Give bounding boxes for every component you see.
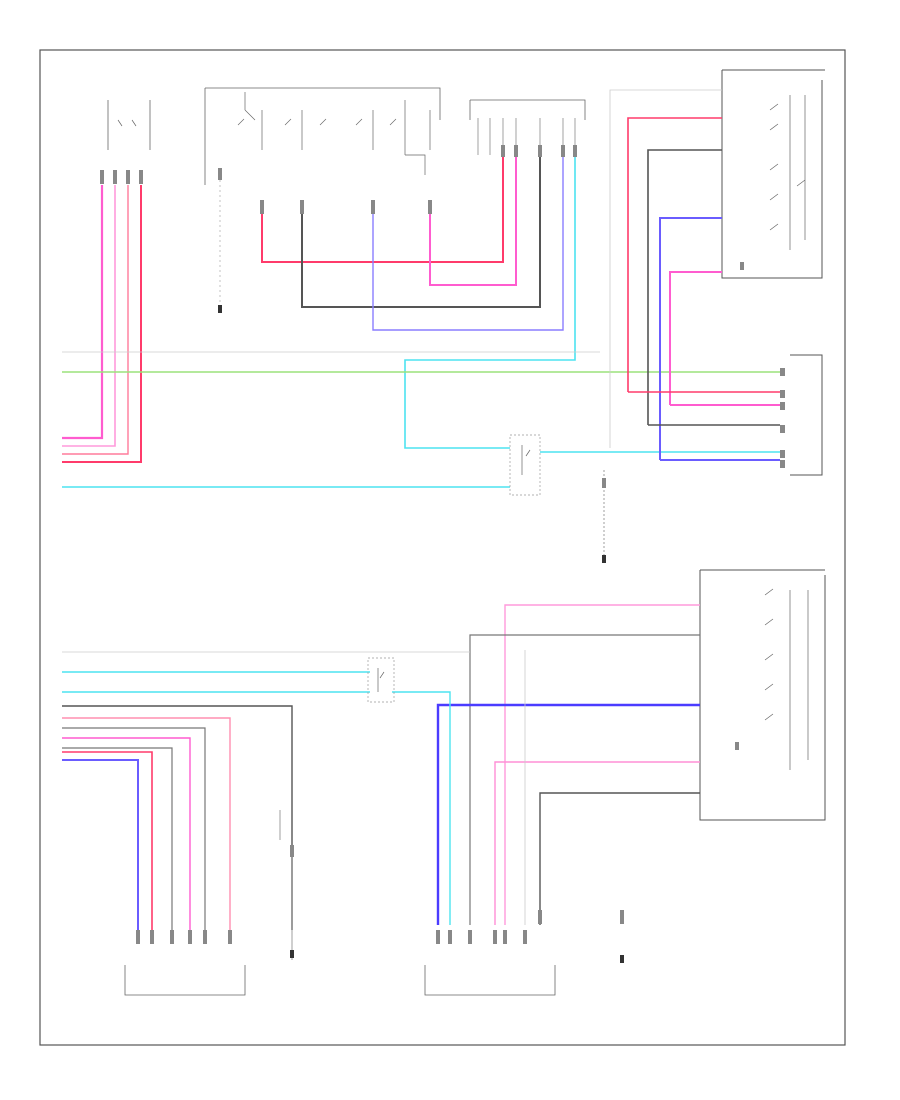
top-center-switch	[204, 87, 441, 214]
wire-black-top-loop	[301, 157, 541, 308]
lower-left-connector	[124, 930, 246, 996]
right-lower-switch-box	[699, 569, 826, 821]
top-right-connector	[469, 99, 586, 157]
wire-black-ll-2	[62, 727, 206, 930]
wire-gray-ll-3	[62, 747, 173, 930]
junction-block-low	[367, 657, 395, 703]
wire-red-left	[62, 185, 129, 455]
wire-red-rt	[627, 117, 722, 392]
right-mid-connector	[780, 354, 823, 476]
wire-blue-top-loop	[372, 157, 564, 331]
diagram-frame	[39, 49, 846, 1046]
wire-red2-left	[62, 185, 142, 463]
wire-pink-top-loop	[429, 157, 517, 286]
wire-blue-ll	[62, 759, 139, 930]
ground-symbol-top	[218, 305, 222, 313]
junction-block-mid	[509, 434, 541, 496]
wire-pink-rl-2	[494, 761, 700, 925]
wire-gray-rt-1	[609, 89, 722, 448]
wire-red-ll	[62, 751, 153, 930]
wire-pink-rl-1	[504, 604, 700, 925]
ground-lower-right	[620, 910, 624, 963]
wire-blue-rl	[436, 703, 700, 925]
wire-cyan-top	[404, 157, 576, 449]
wire-black-ll-1	[62, 705, 293, 930]
wire-black-rl-2	[539, 792, 700, 925]
wire-red-top-loop	[261, 157, 504, 263]
wire-pink-ll-2	[62, 737, 191, 930]
wire-pink-ll-1	[62, 717, 231, 930]
ground-mid-right	[602, 470, 606, 563]
lower-center-connector	[424, 910, 556, 996]
wire-black-rt	[647, 149, 722, 425]
wire-pink-left	[62, 185, 104, 440]
wire-pink-rt	[669, 271, 722, 405]
ground-left-lower	[279, 810, 294, 960]
wire-black-rl-1	[469, 634, 700, 925]
top-left-connector	[100, 100, 151, 184]
right-top-switch-box	[721, 69, 825, 279]
wire-cyan-to-lower-center	[392, 691, 451, 925]
wire-blue-rt	[659, 217, 722, 460]
wire-pink-light-left	[62, 185, 116, 447]
